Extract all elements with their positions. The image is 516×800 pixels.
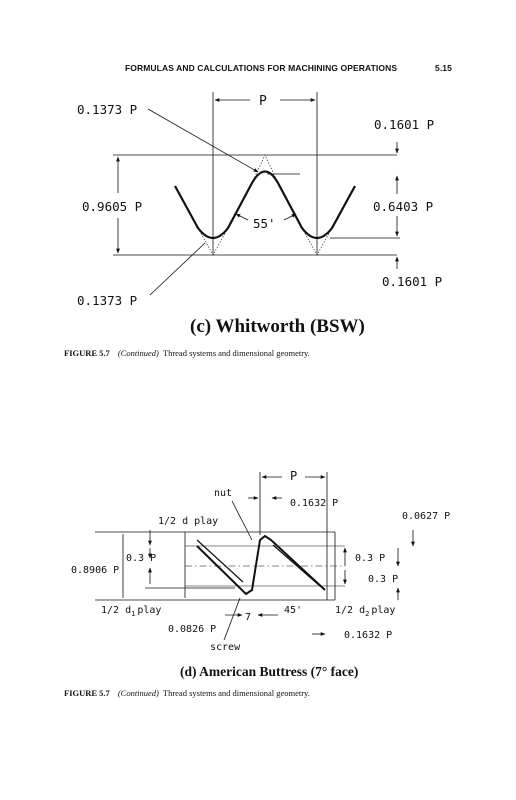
label-root-radius: 0.0826 P xyxy=(168,624,216,635)
label-right-03-a: 0.3 P xyxy=(355,553,385,564)
figure-number: FIGURE 5.7 xyxy=(64,348,110,358)
thread-profile xyxy=(196,534,326,596)
label-angle-45: 45' xyxy=(284,605,302,616)
sharp-v-construction xyxy=(197,154,333,256)
thread-flank-right xyxy=(272,544,321,587)
figure-c-caption: FIGURE 5.7 (Continued)Thread systems and … xyxy=(64,348,310,358)
screw-leader xyxy=(223,597,241,641)
buttress-diagram xyxy=(95,472,415,641)
crest-radius-leader xyxy=(147,108,259,173)
label-bottom-offset: 0.1601 P xyxy=(382,274,442,289)
label-pitch: P xyxy=(290,469,297,483)
label-root-radius: 0.1373 P xyxy=(77,293,137,308)
thread-flank-left xyxy=(196,539,244,583)
caption-continued: (Continued) xyxy=(117,348,159,358)
label-screw: screw xyxy=(210,642,241,653)
figure-c-title: (c) Whitworth (BSW) xyxy=(190,316,365,337)
nut-leader xyxy=(231,500,253,541)
label-angle-7: 7 xyxy=(245,612,251,623)
angle-arrow-right xyxy=(283,213,297,221)
label-nut: nut xyxy=(214,488,232,499)
whitworth-diagram xyxy=(113,92,400,296)
label-half-d-play: 1/2 d play xyxy=(158,516,218,527)
page-number: 5.15 xyxy=(435,63,452,73)
label-root-width: 0.1632 P xyxy=(344,630,392,641)
figure-d-caption: FIGURE 5.7 (Continued)Thread systems and … xyxy=(64,688,310,698)
caption-text: Thread systems and dimensional geometry. xyxy=(162,688,310,698)
caption-text: Thread systems and dimensional geometry. xyxy=(162,348,310,358)
label-left-03: 0.3 P xyxy=(126,553,156,564)
root-radius-leader xyxy=(149,242,206,296)
label-crest-width: 0.1632 P xyxy=(290,498,338,509)
thread-profile xyxy=(174,170,356,240)
figure-number: FIGURE 5.7 xyxy=(64,688,110,698)
label-basic-depth: 0.6403 P xyxy=(373,199,433,214)
angle-arrow-left xyxy=(235,213,249,221)
label-right-03-b: 0.3 P xyxy=(368,574,398,585)
caption-continued: (Continued) xyxy=(117,688,159,698)
whitworth-labels: 0.1373 P P 0.1601 P 0.9605 P 55' 0.6403 … xyxy=(77,94,442,308)
label-pitch: P xyxy=(259,94,267,109)
label-thread-height: 0.8906 P xyxy=(71,565,119,576)
label-thread-height: 0.9605 P xyxy=(82,199,142,214)
label-thread-angle: 55' xyxy=(253,216,276,231)
figure-d-title: (d) American Buttress (7° face) xyxy=(180,664,359,679)
label-crest-radius: 0.1373 P xyxy=(77,102,137,117)
buttress-labels: P nut 0.1632 P 0.0627 P 1/2 d play 0.3 P… xyxy=(71,469,450,653)
label-top-offset: 0.1601 P xyxy=(374,117,434,132)
label-top-offset: 0.0627 P xyxy=(402,511,450,522)
running-header: FORMULAS AND CALCULATIONS FOR MACHINING … xyxy=(125,63,398,73)
